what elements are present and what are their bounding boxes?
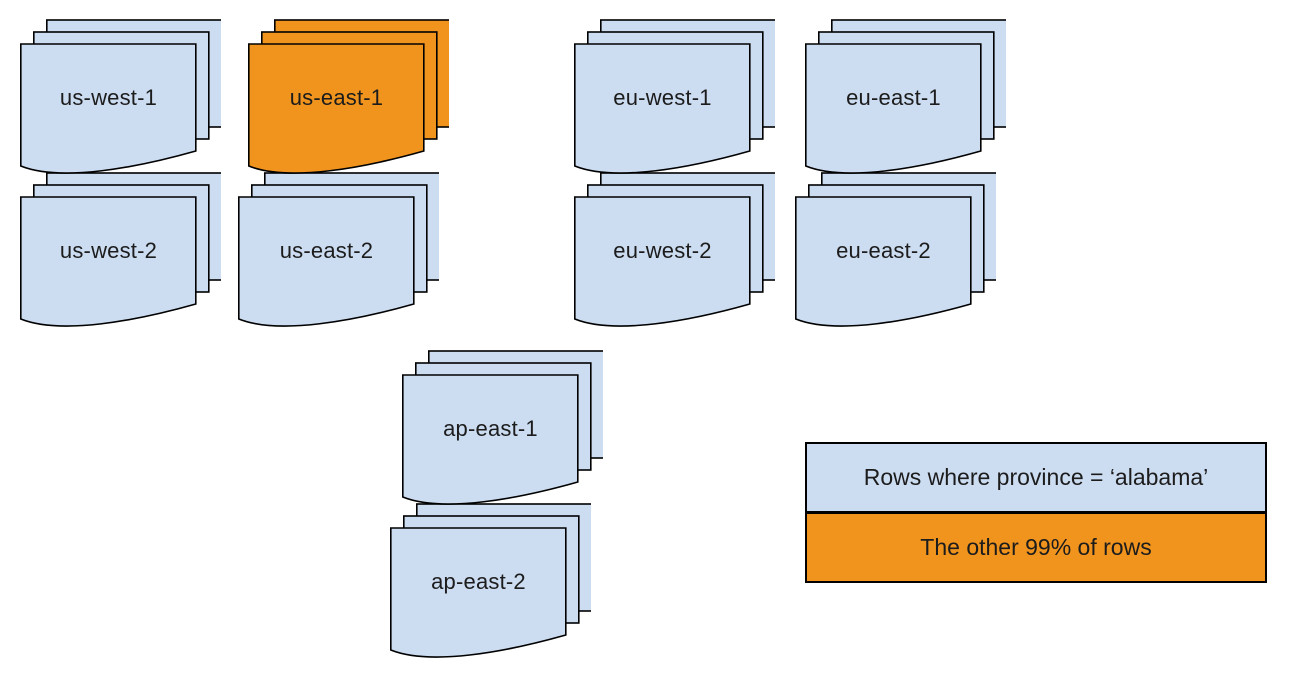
document-stack-icon	[402, 350, 603, 505]
page-front-document	[795, 196, 972, 327]
region-label: eu-east-1	[846, 84, 941, 110]
stack-eu-east-1: eu-east-1	[805, 19, 1006, 174]
document-stack-icon	[805, 19, 1006, 174]
page-front-document	[805, 43, 982, 174]
document-stack-icon	[574, 19, 775, 174]
page-front-document	[574, 43, 751, 174]
document-stack-icon	[20, 19, 221, 174]
legend-label: Rows where province = ‘alabama’	[863, 464, 1209, 490]
stack-us-east-1: us-east-1	[248, 19, 449, 174]
legend-row-alabama-rows: Rows where province = ‘alabama’	[807, 444, 1265, 514]
stack-us-west-1: us-west-1	[20, 19, 221, 174]
document-stack-icon	[238, 172, 439, 327]
stack-eu-west-1: eu-west-1	[574, 19, 775, 174]
legend: Rows where province = ‘alabama’ The othe…	[805, 442, 1267, 583]
stack-eu-east-2: eu-east-2	[795, 172, 996, 327]
region-label: eu-west-1	[613, 84, 712, 110]
legend-label: The other 99% of rows	[920, 534, 1152, 560]
region-label: us-west-1	[59, 84, 158, 110]
page-front-document	[248, 43, 425, 174]
region-label: eu-east-2	[836, 237, 931, 263]
document-stack-icon	[20, 172, 221, 327]
stack-eu-west-2: eu-west-2	[574, 172, 775, 327]
region-label: eu-west-2	[613, 237, 712, 263]
region-label: us-west-2	[59, 237, 158, 263]
page-front-document	[238, 196, 415, 327]
page-front-document	[402, 374, 579, 505]
page-front-document	[20, 196, 197, 327]
region-label: us-east-1	[289, 84, 384, 110]
document-stack-icon	[795, 172, 996, 327]
stack-us-east-2: us-east-2	[238, 172, 439, 327]
page-front-document	[20, 43, 197, 174]
stack-ap-east-1: ap-east-1	[402, 350, 603, 505]
page-front-document	[574, 196, 751, 327]
stack-us-west-2: us-west-2	[20, 172, 221, 327]
stack-ap-east-2: ap-east-2	[390, 503, 591, 658]
region-label: ap-east-1	[443, 415, 538, 441]
page-front-document	[390, 527, 567, 658]
region-label: us-east-2	[279, 237, 374, 263]
legend-row-other-rows: The other 99% of rows	[807, 514, 1265, 581]
document-stack-icon	[390, 503, 591, 658]
document-stack-icon	[248, 19, 449, 174]
document-stack-icon	[574, 172, 775, 327]
region-label: ap-east-2	[431, 568, 526, 594]
